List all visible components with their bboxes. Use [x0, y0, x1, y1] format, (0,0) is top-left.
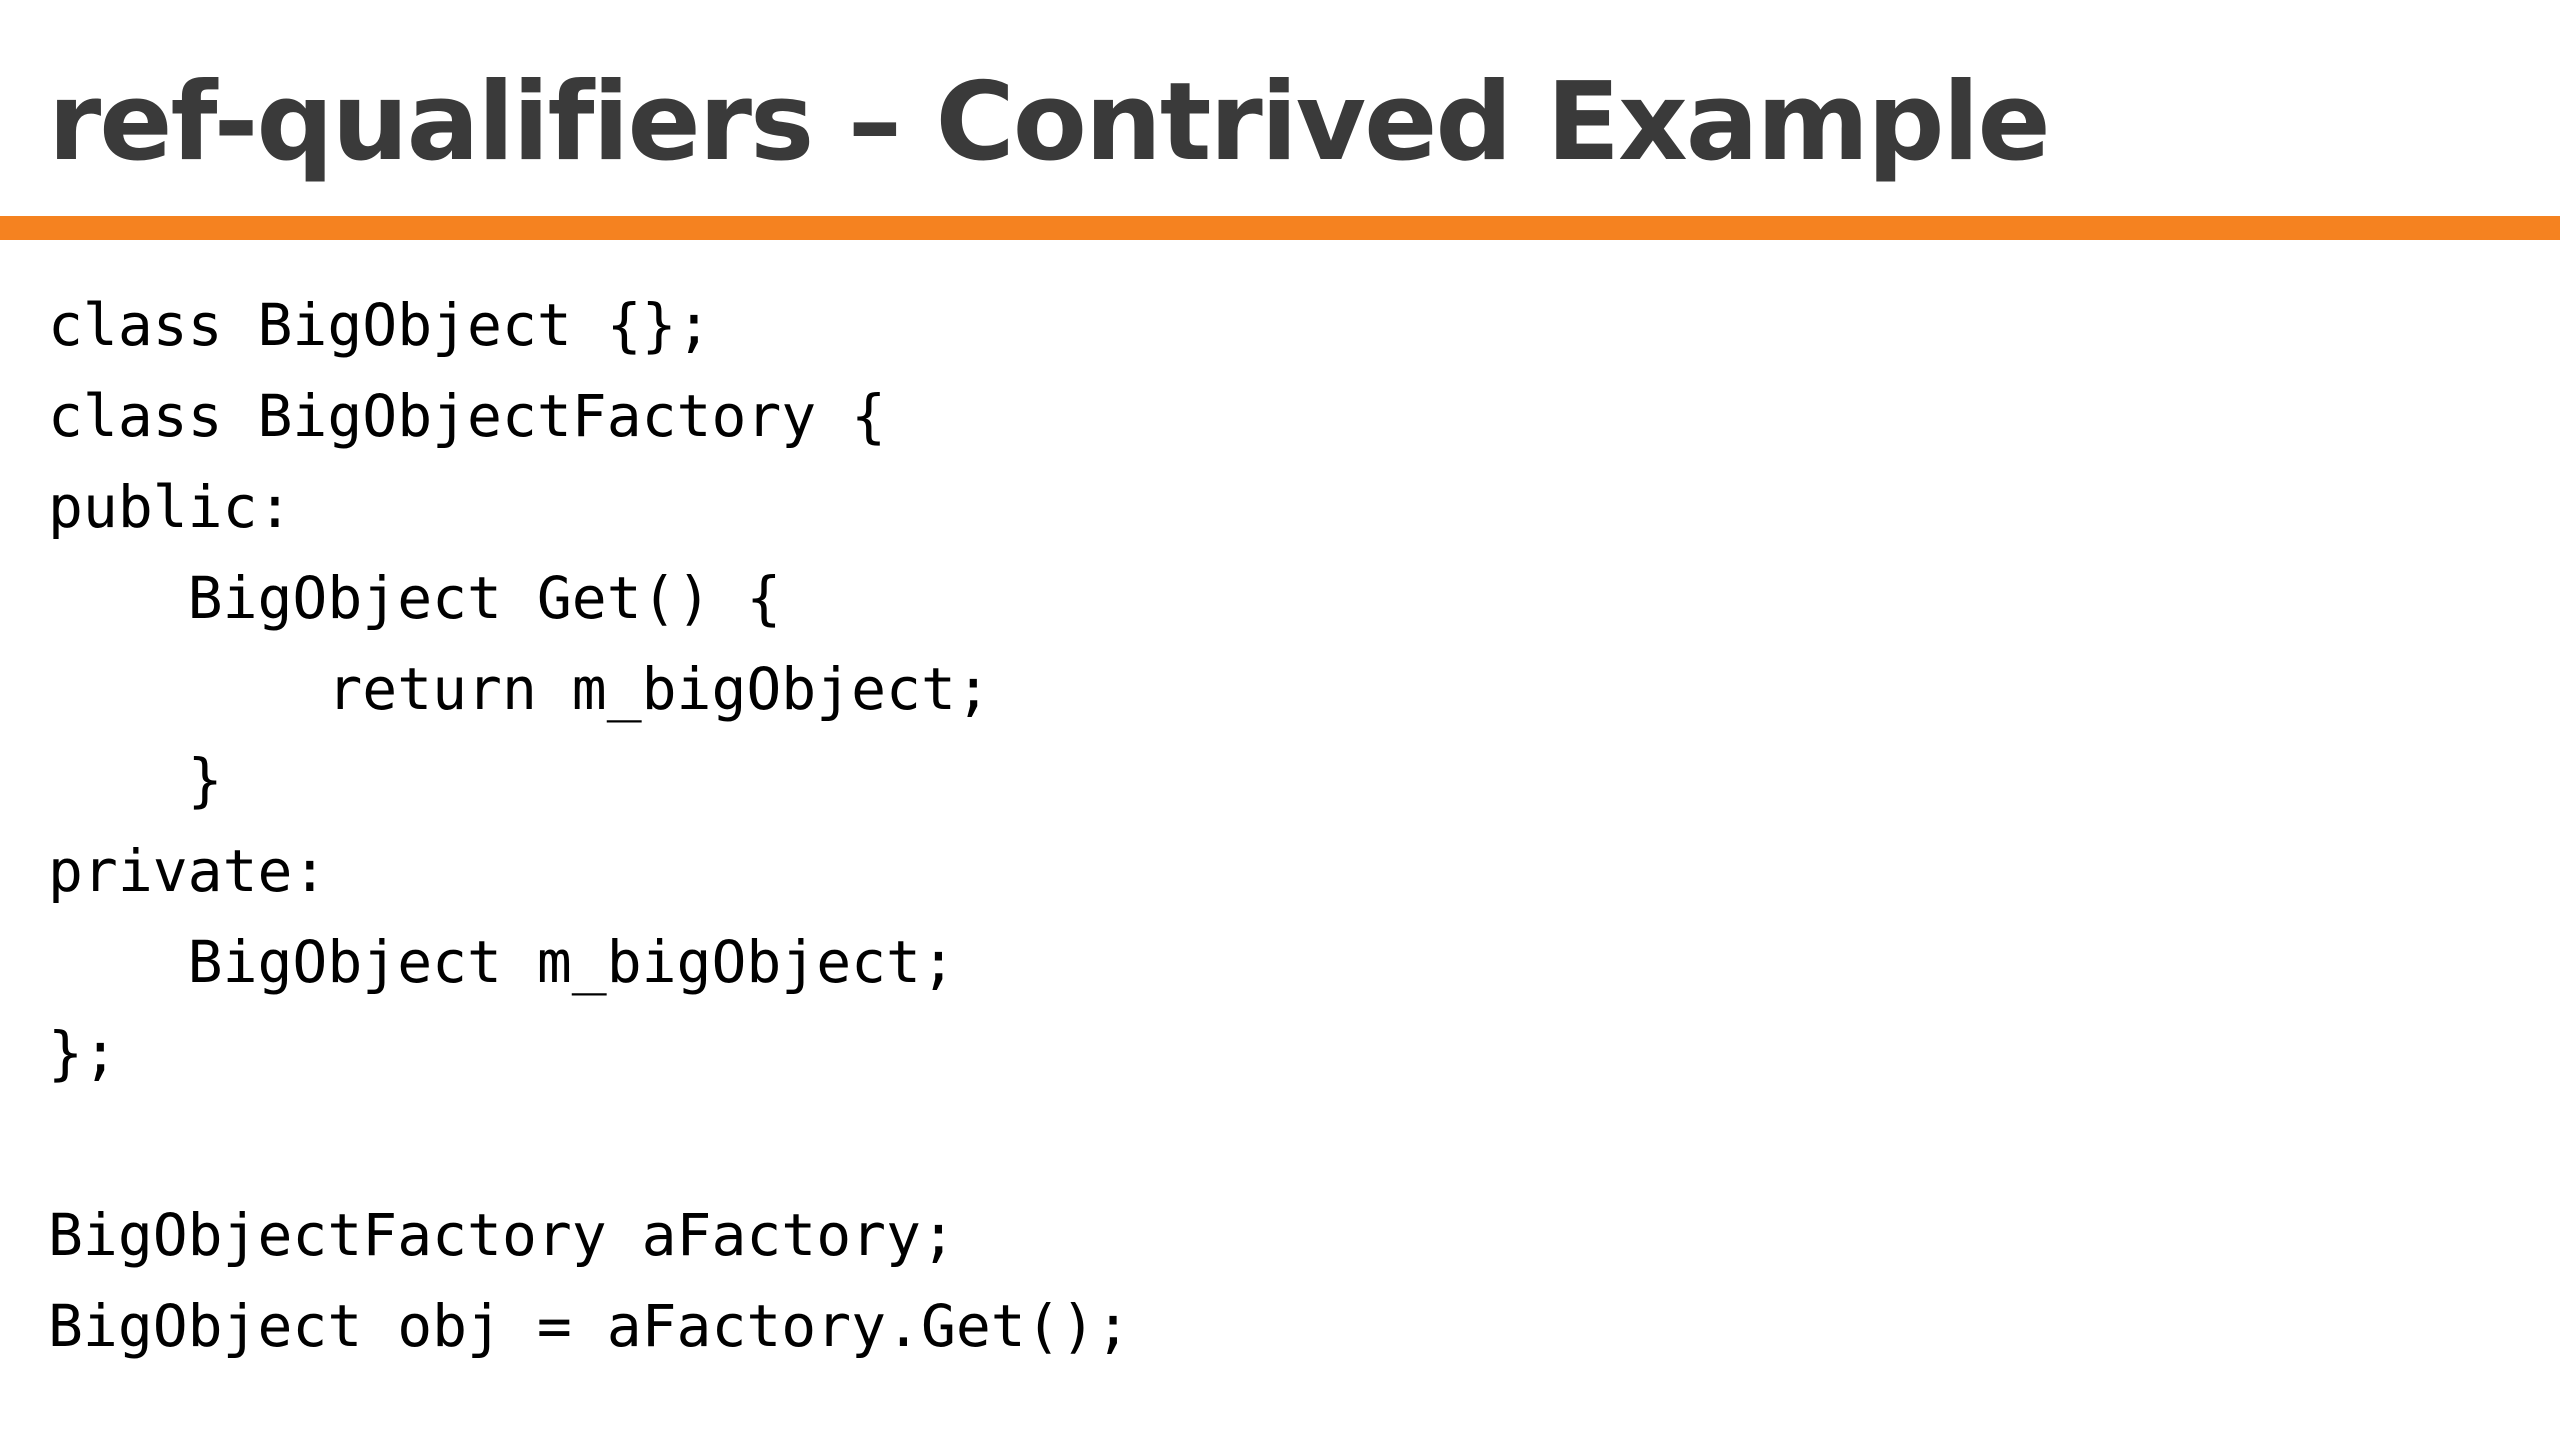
code-block: class BigObject {}; class BigObjectFactor… — [48, 280, 1131, 1372]
code-line-blank — [48, 1099, 1131, 1190]
title-accent-bar — [0, 216, 2560, 240]
code-line: BigObject Get() { — [48, 564, 782, 632]
code-line: }; — [48, 1019, 118, 1087]
code-line: BigObject obj = aFactory.Get(); — [48, 1292, 1131, 1360]
code-line: BigObject m_bigObject; — [48, 928, 956, 996]
code-line: return m_bigObject; — [48, 655, 991, 723]
code-line: class BigObject {}; — [48, 291, 712, 359]
code-line: BigObjectFactory aFactory; — [48, 1201, 956, 1269]
code-line: private: — [48, 837, 328, 905]
code-line: public: — [48, 473, 293, 541]
code-line: class BigObjectFactory { — [48, 382, 887, 450]
code-line: } — [48, 746, 223, 814]
slide-title: ref-qualifiers – Contrived Example — [48, 60, 2051, 185]
